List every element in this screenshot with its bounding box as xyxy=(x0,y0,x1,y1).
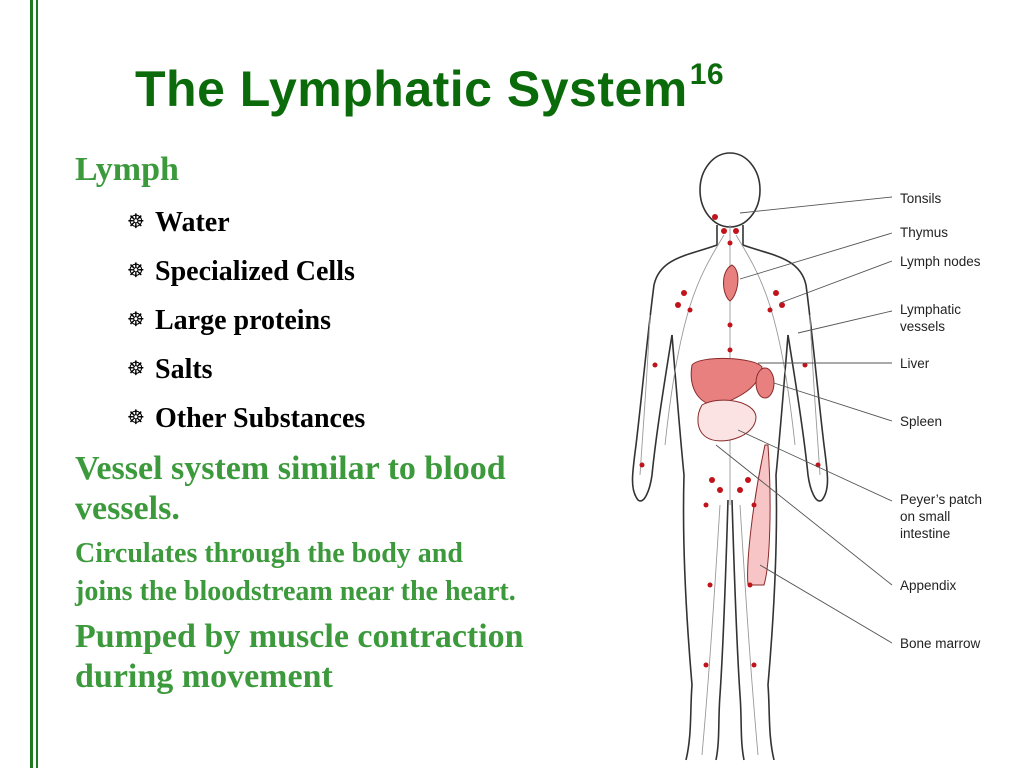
list-item-text: Other Substances xyxy=(155,403,366,434)
wheel-bullet-icon: ☸ xyxy=(127,211,145,233)
circ-line-1: Circulates through the body and xyxy=(75,538,463,569)
label-on-small: on small xyxy=(900,509,950,524)
list-item-text: Large proteins xyxy=(155,305,332,336)
vessel-line-1: Vessel system similar to blood xyxy=(75,450,506,487)
circ-line-2: joins the bloodstream near the heart. xyxy=(75,576,516,607)
thymus-organ xyxy=(723,264,739,302)
label-lymph-nodes: Lymph nodes xyxy=(900,254,981,269)
wheel-bullet-icon: ☸ xyxy=(127,309,145,331)
left-border-rule xyxy=(30,0,33,768)
slide-title-footnote: 16 xyxy=(689,58,725,91)
list-item: ☸ Other Substances xyxy=(127,394,635,443)
body-outline xyxy=(631,152,829,761)
label-vessels: vessels xyxy=(900,319,945,334)
label-tonsils: Tonsils xyxy=(900,191,942,206)
list-item: ☸ Salts xyxy=(127,345,635,394)
pump-point: Pumped by muscle contraction during move… xyxy=(75,617,635,697)
label-bone-marrow: Bone marrow xyxy=(900,636,981,651)
list-item: ☸ Water xyxy=(127,198,635,247)
label-spleen: Spleen xyxy=(900,414,942,429)
label-appendix: Appendix xyxy=(900,578,957,593)
slide-body: Lymph ☸ Water ☸ Specialized Cells ☸ Large p… xyxy=(75,150,635,697)
slide-title: The Lymphatic System16 xyxy=(135,58,995,118)
list-item: ☸ Specialized Cells xyxy=(127,247,635,296)
list-item: ☸ Large proteins xyxy=(127,296,635,345)
wheel-bullet-icon: ☸ xyxy=(127,407,145,429)
label-lymphatic: Lymphatic xyxy=(900,302,961,317)
lymph-components-list: ☸ Water ☸ Specialized Cells ☸ Large protein… xyxy=(75,198,635,443)
label-leader-lines xyxy=(715,196,893,644)
lymph-nodes xyxy=(639,214,821,668)
pump-line-1: Pumped by muscle contraction xyxy=(75,618,524,655)
slide-title-text: The Lymphatic System xyxy=(135,61,688,117)
circulation-point: Circulates through the body and joins th… xyxy=(75,535,635,611)
small-intestine-organ xyxy=(697,399,757,442)
lymphatic-system-diagram: Tonsils Thymus Lymph nodes Lymphatic ves… xyxy=(631,152,982,761)
pump-line-2: during movement xyxy=(75,658,333,695)
label-thymus: Thymus xyxy=(900,225,948,240)
label-intestine: intestine xyxy=(900,526,950,541)
left-border-rule-inner xyxy=(36,0,38,768)
wheel-bullet-icon: ☸ xyxy=(127,358,145,380)
label-peyers-patch: Peyer’s patch xyxy=(900,492,982,507)
vessel-system-point: Vessel system similar to blood vessels. xyxy=(75,449,635,529)
lymphatic-vessel-network xyxy=(639,225,821,756)
list-item-text: Water xyxy=(155,207,230,238)
femur-bone-marrow xyxy=(747,444,771,586)
lymph-heading: Lymph xyxy=(75,151,179,188)
list-item-text: Specialized Cells xyxy=(155,256,355,287)
wheel-bullet-icon: ☸ xyxy=(127,260,145,282)
vessel-line-2: vessels. xyxy=(75,490,180,527)
spleen-organ xyxy=(755,367,775,399)
list-item-text: Salts xyxy=(155,354,213,385)
label-liver: Liver xyxy=(900,356,930,371)
liver-organ xyxy=(690,357,763,406)
